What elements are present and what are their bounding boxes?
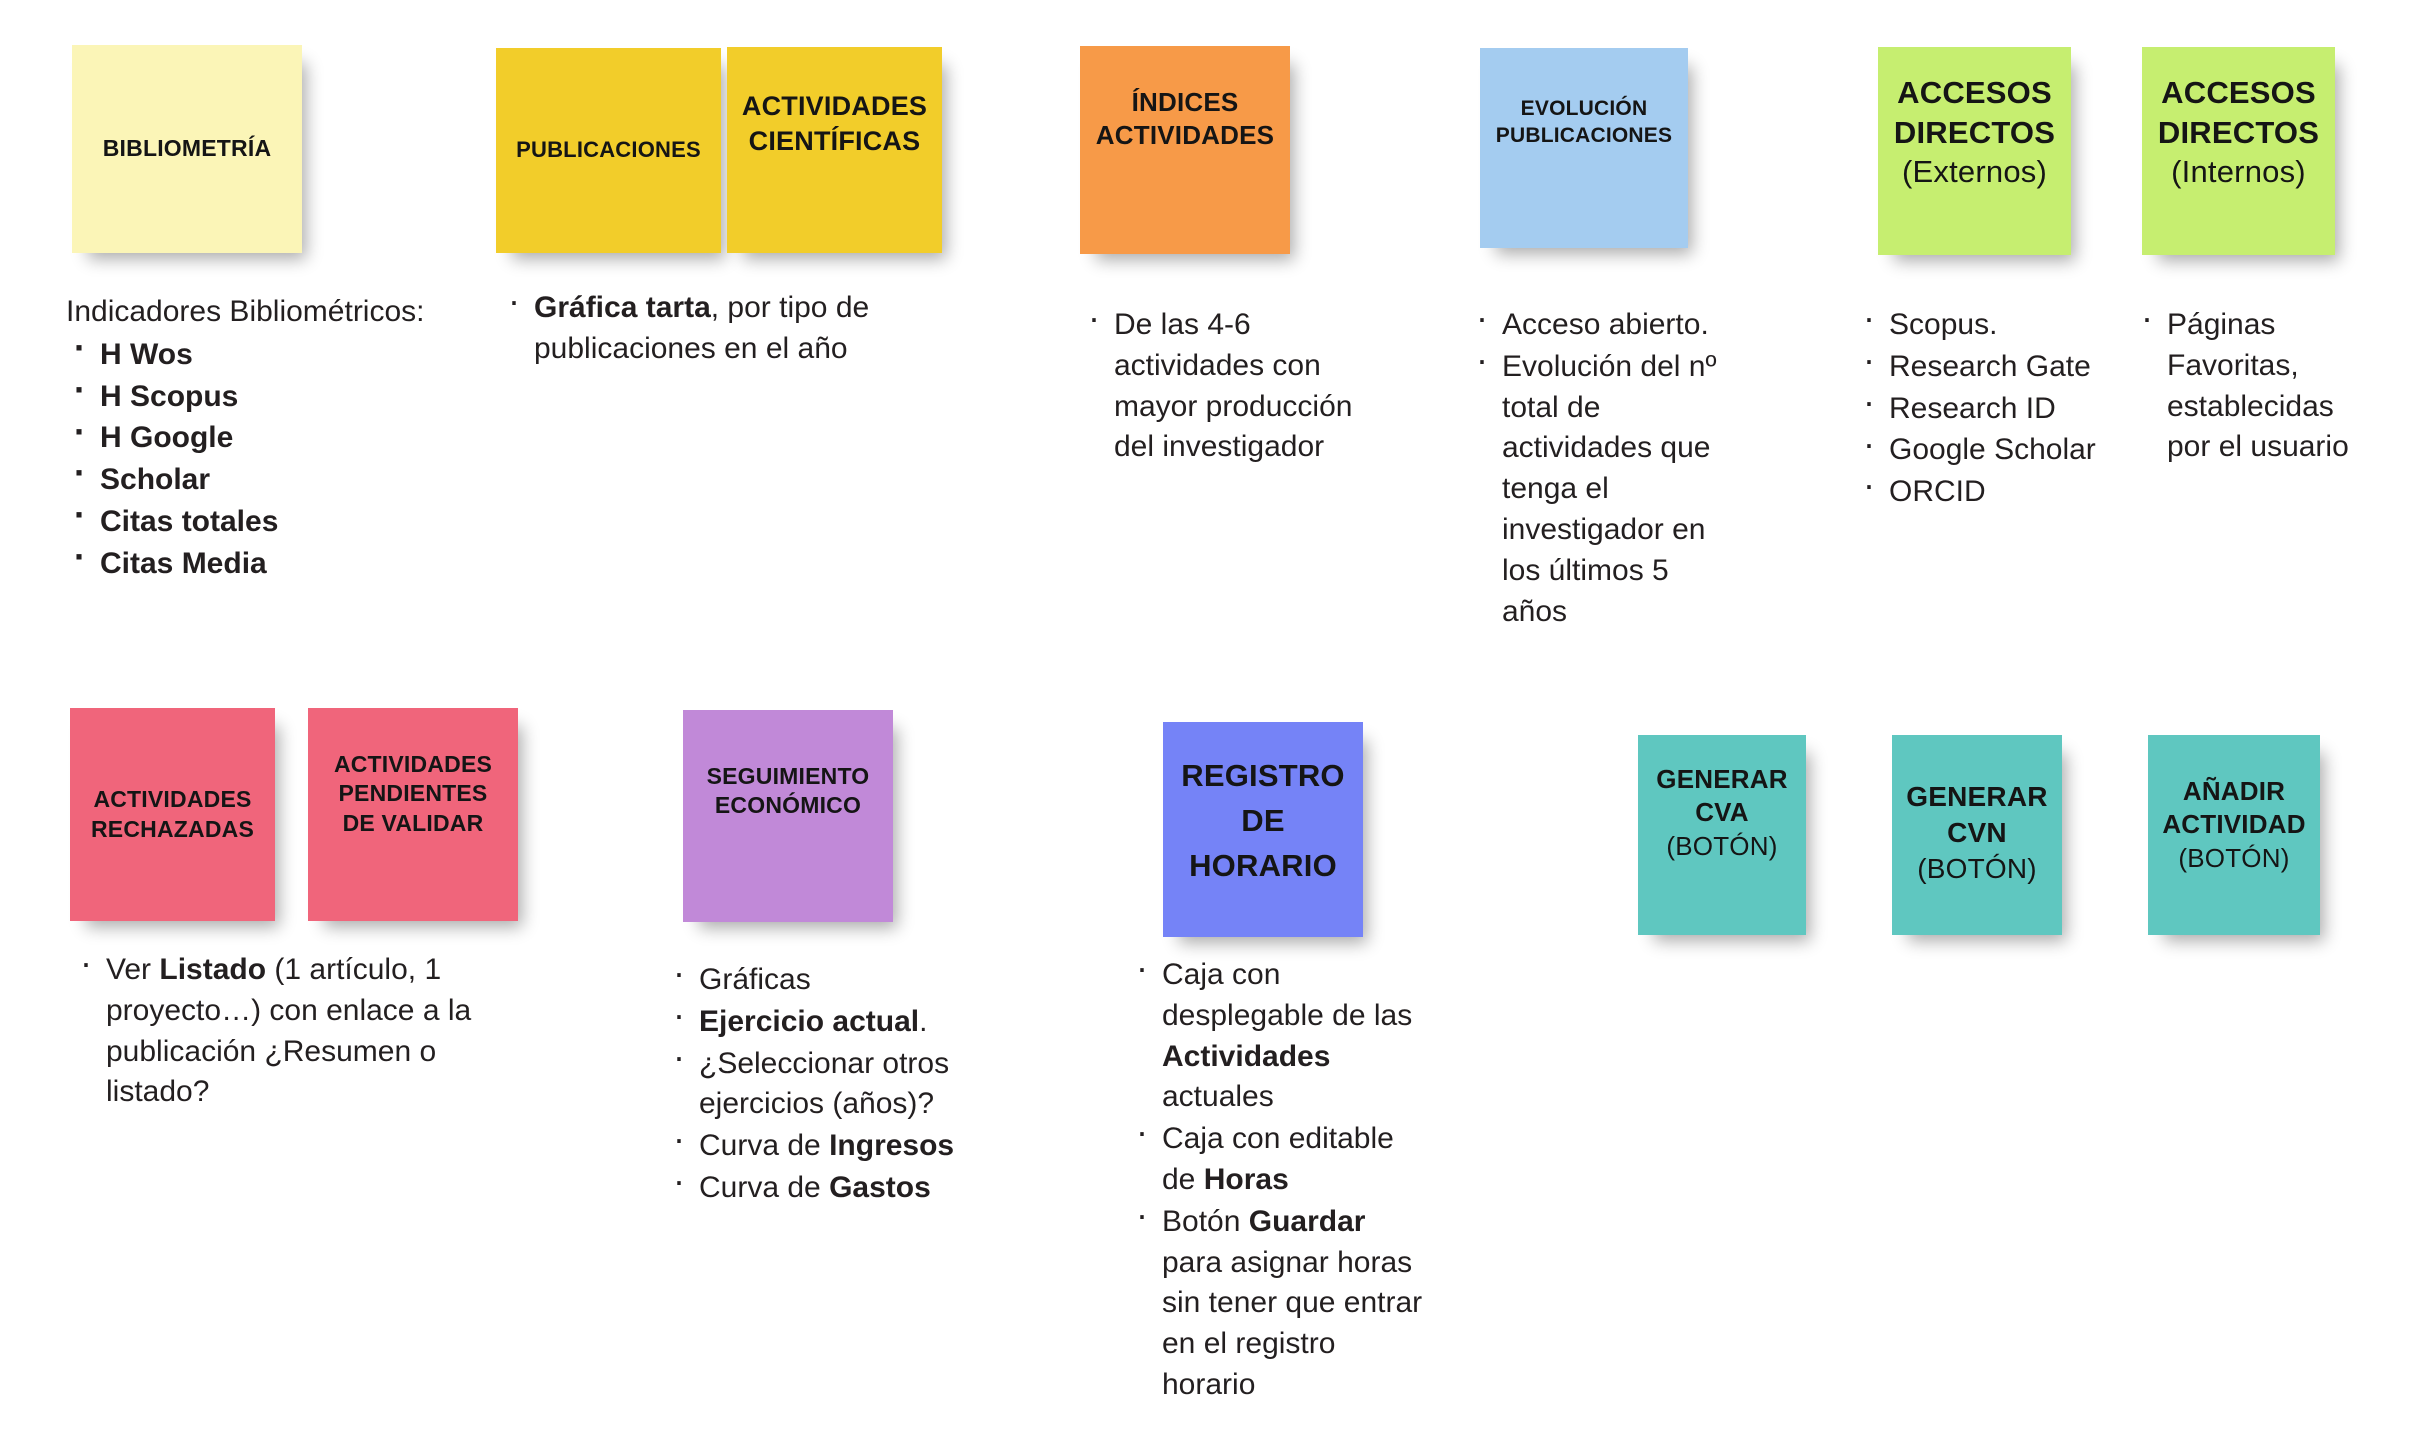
registro-bullet-list: Caja con desplegable de las Actividades … — [1128, 944, 1433, 1406]
seguimiento-b5-pre: Curva de — [699, 1170, 830, 1204]
actividades-rest: (1 artículo, 1 proyecto…) con enlace a l… — [106, 953, 472, 1109]
indices-bullet-list: De las 4-6 actividades con mayor producc… — [1080, 294, 1370, 468]
note-indices-actividades-label: ÍNDICES ACTIVIDADES — [1095, 87, 1275, 151]
note-publicaciones[interactable]: PUBLICACIONES — [496, 48, 721, 253]
note-actividades-pendientes-label: ACTIVIDADES PENDIENTES DE VALIDAR — [333, 751, 493, 836]
note-registro-horario-label: REGISTRO DE HORARIO — [1181, 758, 1345, 883]
list-item: Curva de Ingresos — [665, 1115, 975, 1167]
note-accesos-directos-internos[interactable]: ACCESOS DIRECTOS (Internos) — [2142, 47, 2335, 255]
note-anadir-actividad-sublabel: (BOTÓN) — [2178, 842, 2290, 873]
note-accesos-externos-label: ACCESOS DIRECTOS — [1893, 75, 2056, 150]
registro-b2-pre: Caja con editable de — [1162, 1122, 1394, 1196]
registro-b1-pre: Caja con desplegable de las — [1162, 958, 1413, 1032]
note-generar-cva-label: GENERAR CVA — [1656, 764, 1788, 828]
note-generar-cvn[interactable]: GENERAR CVN (BOTÓN) — [1892, 735, 2062, 935]
list-item: Caja con editable de Horas — [1128, 1108, 1433, 1201]
actividades-prefix: Ver — [106, 953, 160, 986]
list-item: De las 4-6 actividades con mayor producc… — [1080, 294, 1370, 468]
note-anadir-actividad-label: AÑADIR ACTIVIDAD — [2162, 776, 2306, 840]
list-item: H Scopus — [66, 366, 466, 418]
seguimiento-bullet-list: Gráficas Ejercicio actual. ¿Seleccionar … — [665, 949, 975, 1209]
accesos-externos-bullet-list: Scopus. Research Gate Research ID Google… — [1855, 294, 2155, 513]
list-item: ¿Seleccionar otros ejercicios (años)? — [665, 1033, 975, 1126]
seguimiento-b4-pre: Curva de — [699, 1129, 830, 1163]
text-publicaciones: Gráfica tarta, por tipo de publicaciones… — [500, 277, 900, 371]
list-item: Citas Media — [66, 533, 466, 585]
text-accesos-internos: Páginas Favoritas, establecidas por el u… — [2133, 294, 2383, 469]
note-actividades-cientificas-label: ACTIVIDADES CIENTÍFICAS — [741, 91, 928, 156]
bibliometria-bullet-list: H Wos H Scopus H Google Scholar Citas to… — [66, 324, 466, 585]
text-actividades: Ver Listado (1 artículo, 1 proyecto…) co… — [72, 939, 482, 1114]
list-item: Ver Listado (1 artículo, 1 proyecto…) co… — [72, 939, 482, 1113]
list-item: ORCID — [1855, 461, 2155, 513]
list-item: Páginas Favoritas, establecidas por el u… — [2133, 294, 2383, 468]
note-accesos-internos-label: ACCESOS DIRECTOS — [2157, 75, 2320, 150]
publicaciones-rest: , por tipo de publicaciones en el año — [534, 291, 870, 365]
list-item: Ejercicio actual. — [665, 991, 975, 1043]
list-item: Research ID — [1855, 378, 2155, 430]
list-item: Acceso abierto. — [1468, 294, 1738, 346]
note-indices-actividades[interactable]: ÍNDICES ACTIVIDADES — [1080, 46, 1290, 254]
actividades-bullet-list: Ver Listado (1 artículo, 1 proyecto…) co… — [72, 939, 482, 1113]
list-item: Botón Guardar para asignar horas sin ten… — [1128, 1191, 1433, 1406]
note-bibliometria[interactable]: BIBLIOMETRÍA — [72, 45, 302, 253]
text-accesos-externos: Scopus. Research Gate Research ID Google… — [1855, 294, 2155, 514]
list-item: Evolución del nº total de actividades qu… — [1468, 336, 1738, 633]
note-generar-cva-sublabel: (BOTÓN) — [1666, 830, 1778, 861]
note-actividades-rechazadas-label: ACTIVIDADES RECHAZADAS — [91, 786, 254, 842]
registro-b2-bold: Horas — [1203, 1162, 1289, 1196]
note-accesos-externos-sublabel: (Externos) — [1902, 154, 2047, 190]
note-evolucion-publicaciones[interactable]: EVOLUCIÓN PUBLICACIONES — [1480, 48, 1688, 248]
list-item: Gráfica tarta, por tipo de publicaciones… — [500, 277, 900, 370]
note-actividades-pendientes[interactable]: ACTIVIDADES PENDIENTES DE VALIDAR — [308, 708, 518, 921]
note-evolucion-publicaciones-label: EVOLUCIÓN PUBLICACIONES — [1495, 97, 1673, 147]
note-bibliometria-label: BIBLIOMETRÍA — [102, 135, 272, 162]
list-item: Caja con desplegable de las Actividades … — [1128, 944, 1433, 1118]
note-actividades-rechazadas[interactable]: ACTIVIDADES RECHAZADAS — [70, 708, 275, 921]
list-item: Scholar — [66, 449, 466, 501]
text-indices: De las 4-6 actividades con mayor producc… — [1080, 294, 1370, 469]
list-item: Scopus. — [1855, 294, 2155, 346]
list-item: H Wos — [66, 324, 466, 376]
seguimiento-b4-bold: Ingresos — [829, 1129, 955, 1163]
list-item: Citas totales — [66, 491, 466, 543]
seguimiento-b5-bold: Gastos — [829, 1170, 931, 1204]
note-accesos-directos-externos[interactable]: ACCESOS DIRECTOS (Externos) — [1878, 47, 2071, 255]
note-generar-cvn-sublabel: (BOTÓN) — [1917, 852, 2037, 884]
evolucion-bullet-list: Acceso abierto. Evolución del nº total d… — [1468, 294, 1738, 633]
note-anadir-actividad[interactable]: AÑADIR ACTIVIDAD (BOTÓN) — [2148, 735, 2320, 935]
registro-b3-pre: Botón — [1162, 1204, 1249, 1238]
registro-b1-bold: Actividades — [1162, 1039, 1331, 1073]
list-item: Gráficas — [665, 949, 975, 1001]
accesos-internos-bullet-list: Páginas Favoritas, establecidas por el u… — [2133, 294, 2383, 468]
note-generar-cva[interactable]: GENERAR CVA (BOTÓN) — [1638, 735, 1806, 935]
registro-b3-post: para asignar horas sin tener que entrar … — [1162, 1245, 1423, 1401]
note-generar-cvn-label: GENERAR CVN — [1906, 781, 2048, 848]
note-seguimiento-economico[interactable]: SEGUIMIENTO ECONÓMICO — [683, 710, 893, 922]
text-registro: Caja con desplegable de las Actividades … — [1128, 944, 1433, 1407]
bibliometria-lead: Indicadores Bibliométricos: — [66, 295, 425, 328]
note-seguimiento-economico-label: SEGUIMIENTO ECONÓMICO — [706, 763, 870, 819]
registro-b3-bold: Guardar — [1248, 1204, 1366, 1238]
note-registro-horario[interactable]: REGISTRO DE HORARIO — [1163, 722, 1363, 937]
note-publicaciones-label: PUBLICACIONES — [516, 137, 701, 163]
publicaciones-bold: Gráfica tarta — [534, 291, 711, 324]
list-item: Google Scholar — [1855, 420, 2155, 471]
actividades-bold: Listado — [159, 953, 267, 986]
list-item: Research Gate — [1855, 336, 2155, 388]
list-item: H Google — [66, 408, 466, 459]
publicaciones-bullet-list: Gráfica tarta, por tipo de publicaciones… — [500, 277, 900, 370]
registro-b1-post: actuales — [1162, 1080, 1274, 1114]
text-bibliometria: Indicadores Bibliométricos: H Wos H Scop… — [66, 292, 466, 586]
note-actividades-cientificas[interactable]: ACTIVIDADES CIENTÍFICAS — [727, 47, 942, 253]
text-evolucion: Acceso abierto. Evolución del nº total d… — [1468, 294, 1738, 633]
seguimiento-b2-bold: Ejercicio actual — [699, 1004, 920, 1038]
note-accesos-internos-sublabel: (Internos) — [2171, 154, 2306, 190]
seguimiento-b2-rest: . — [919, 1004, 928, 1038]
text-seguimiento: Gráficas Ejercicio actual. ¿Seleccionar … — [665, 949, 975, 1210]
list-item: Curva de Gastos — [665, 1157, 975, 1209]
